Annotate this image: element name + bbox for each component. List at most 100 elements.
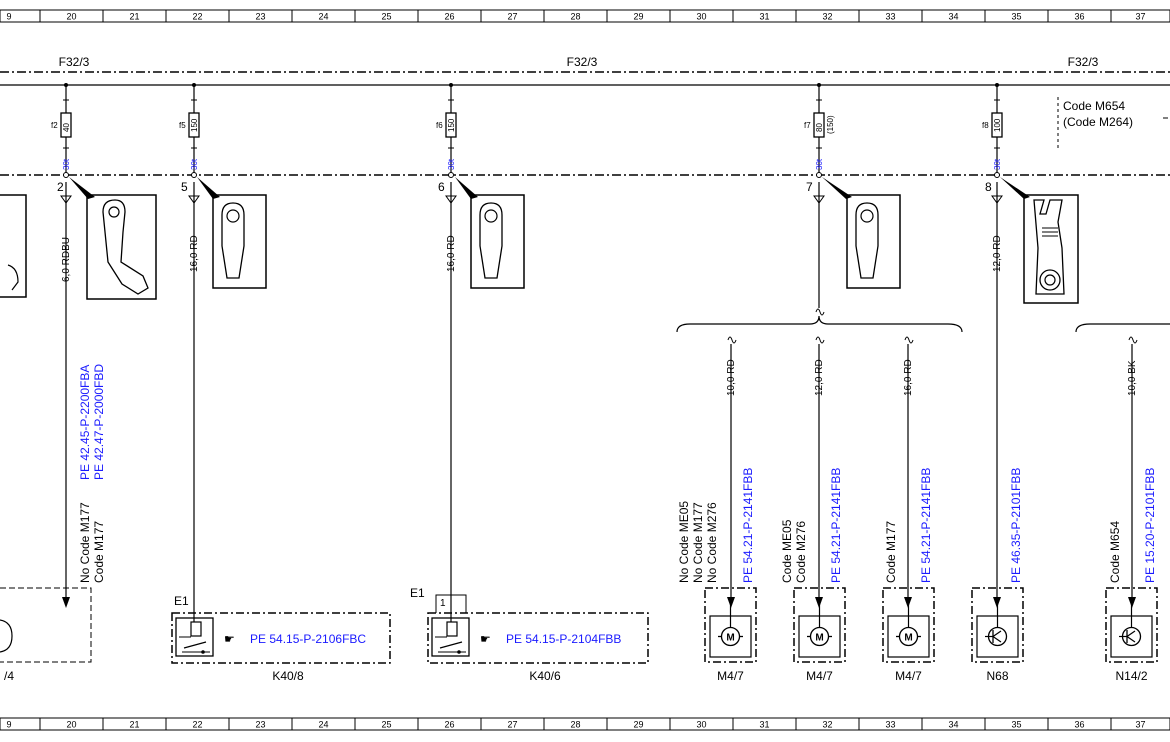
svg-text:M: M <box>904 633 912 644</box>
pe-reference-link[interactable]: PE 54.21-P-2141FBB <box>829 468 843 583</box>
grid-column-label: 20 <box>66 12 76 22</box>
grid-column-label: 30 <box>696 720 706 730</box>
grid-column-label: 21 <box>129 720 139 730</box>
fuse-id: f6 <box>436 121 443 130</box>
code-note: Code M654 <box>1063 99 1125 113</box>
fuse-id: f8 <box>982 121 989 130</box>
pe-reference-link[interactable]: PE 54.15-P-2106FBC <box>250 632 366 646</box>
grid-column-label: 24 <box>318 720 328 730</box>
pin-number: 7 <box>806 180 813 194</box>
pe-reference-link[interactable]: PE 54.21-P-2141FBB <box>741 468 755 583</box>
reference-hand-icon: ☛ <box>480 632 491 646</box>
wire-label: 10,0 BK <box>1127 360 1138 396</box>
pe-reference-link[interactable]: PE 42.45-P-2200FBA <box>78 365 92 480</box>
grid-column-label: 9 <box>6 12 11 22</box>
grid-column-label: 25 <box>381 12 391 22</box>
fuse-rating: 150 <box>190 118 199 132</box>
code-condition: No Code M276 <box>705 502 719 583</box>
bus-label: F32/3 <box>59 55 90 69</box>
grid-column-label: 33 <box>885 720 895 730</box>
wire-label: 16,0 RD <box>189 235 200 272</box>
pe-reference-link[interactable]: PE 54.15-P-2104FBB <box>506 632 621 646</box>
grid-column-label: 26 <box>444 12 454 22</box>
component-label: M4/7 <box>895 669 922 683</box>
code-condition: No Code M177 <box>691 502 705 583</box>
fuse: f5 150 30t <box>179 83 200 178</box>
grid-column-label: 25 <box>381 720 391 730</box>
module-n68: N68 <box>971 587 1024 683</box>
svg-text:M: M <box>726 633 734 644</box>
svg-text:/4: /4 <box>4 669 14 683</box>
pin-number: 6 <box>438 180 445 194</box>
pe-reference-link[interactable]: PE 54.21-P-2141FBB <box>919 468 933 583</box>
grid-column-label: 36 <box>1074 12 1084 22</box>
code-condition: Code M654 <box>1108 521 1122 583</box>
pe-reference-link[interactable]: PE 42.47-P-2000FBD <box>92 364 106 480</box>
component-partial: /4 <box>0 587 92 683</box>
wire-label: 12,0 RD <box>814 359 825 396</box>
terminal-label: 30t <box>447 158 456 170</box>
fuse-id: f5 <box>179 121 186 130</box>
grid-column-label: 27 <box>507 12 517 22</box>
grid-column-label: 35 <box>1011 720 1021 730</box>
bus-label: F32/3 <box>567 55 598 69</box>
grid-column-label: 22 <box>192 720 202 730</box>
pin-label: 1 <box>440 598 446 609</box>
motor-m4-7: M M4/7 <box>793 587 846 683</box>
pin-number: 5 <box>181 180 188 194</box>
wire-label: 10,0 RD <box>726 359 737 396</box>
grid-column-label: 30 <box>696 12 706 22</box>
motor-m4-7: M M4/7 <box>704 587 757 683</box>
component-label: M4/7 <box>717 669 744 683</box>
code-condition: No Code M177 <box>78 502 92 583</box>
grid-column-label: 22 <box>192 12 202 22</box>
code-note: (Code M264) <box>1063 115 1133 129</box>
code-condition: Code M177 <box>92 521 106 583</box>
module-n14-2: N14/2 <box>1105 587 1158 683</box>
grid-column-label: 28 <box>570 720 580 730</box>
svg-text:M: M <box>815 633 823 644</box>
terminal-label: 30t <box>62 158 71 170</box>
fuse-id: f2 <box>51 121 58 130</box>
grid-column-label: 9 <box>6 720 11 730</box>
grid-column-label: 32 <box>822 720 832 730</box>
fuse-rating: 100 <box>993 118 1002 132</box>
component-label: K40/6 <box>529 669 561 683</box>
pe-reference-link[interactable]: PE 15.20-P-2101FBB <box>1143 468 1157 583</box>
code-condition: Code M177 <box>884 521 898 583</box>
component-label: N68 <box>986 669 1008 683</box>
grid-column-label: 21 <box>129 12 139 22</box>
grid-column-label: 24 <box>318 12 328 22</box>
grid-column-label: 32 <box>822 12 832 22</box>
connector-image <box>86 194 157 300</box>
bus-label: F32/3 <box>1068 55 1099 69</box>
grid-column-label: 31 <box>759 12 769 22</box>
grid-column-label: 23 <box>255 720 265 730</box>
branch-bracket <box>676 315 963 333</box>
wire-label: 16,0 RD <box>446 235 457 272</box>
grid-column-label: 36 <box>1074 720 1084 730</box>
relay-k40-8: E1 ☛ PE 54.15-P-2106FBC K40/8 <box>171 594 391 683</box>
component-label: K40/8 <box>272 669 304 683</box>
pin-number: 2 <box>57 180 64 194</box>
connector-image-partial <box>0 194 27 298</box>
ground-label: E1 <box>174 594 189 608</box>
grid-column-label: 34 <box>948 720 958 730</box>
pe-reference-link[interactable]: PE 46.35-P-2101FBB <box>1009 468 1023 583</box>
terminal-label: 30t <box>815 158 824 170</box>
grid-column-label: 29 <box>633 12 643 22</box>
code-condition: No Code ME05 <box>677 501 691 583</box>
grid-column-label: 26 <box>444 720 454 730</box>
wire-label: 16,0 RD <box>903 359 914 396</box>
grid-column-label: 33 <box>885 12 895 22</box>
wire-label: 12,0 RD <box>992 235 1003 272</box>
terminal-label: 30t <box>190 158 199 170</box>
